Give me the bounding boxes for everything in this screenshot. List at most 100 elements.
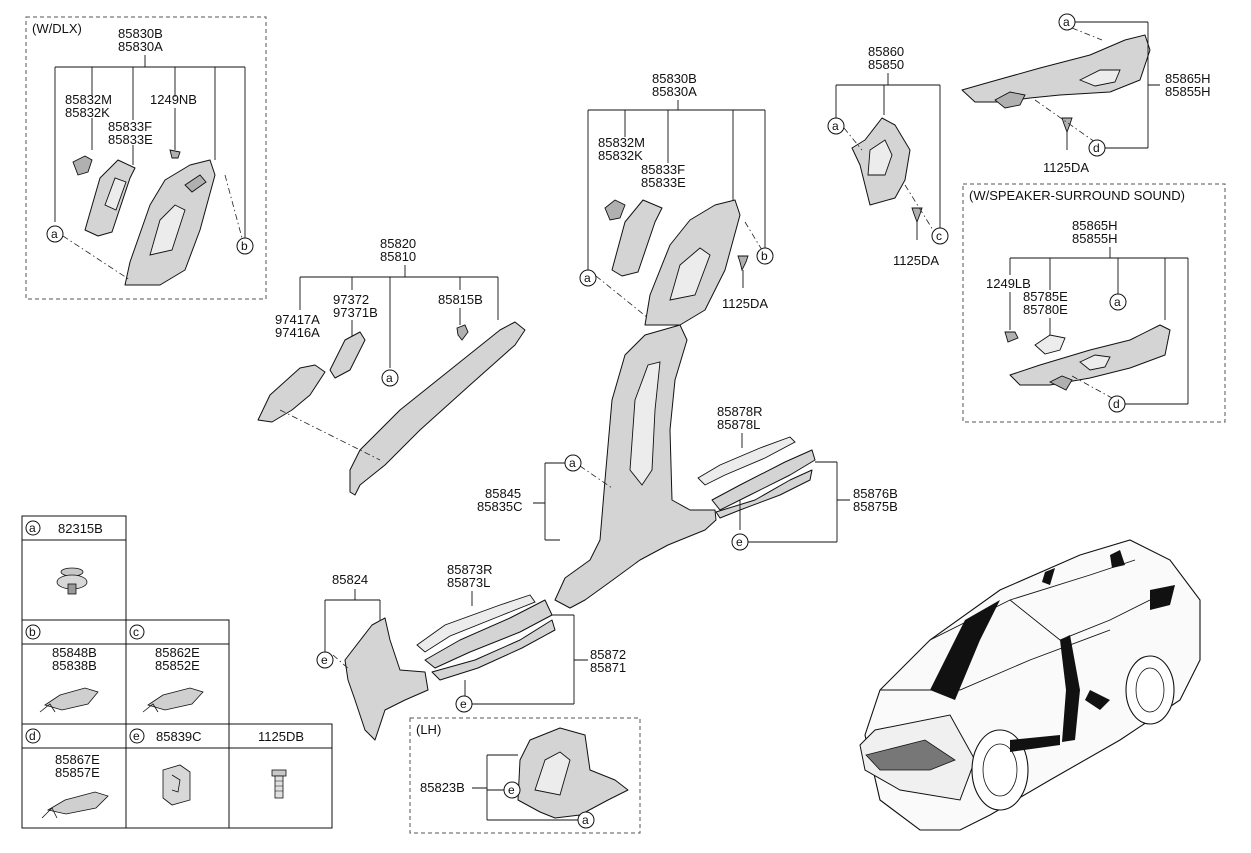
vehicle-illustration — [859, 539, 1201, 831]
scuff-rear-strip — [697, 436, 796, 486]
svg-text:e: e — [508, 783, 515, 797]
d-pillar-speaker-trim — [1009, 324, 1171, 386]
callout-e-4: e — [503, 781, 521, 799]
scuff-front-upper-2: 85873L — [447, 575, 490, 590]
callout-b: b — [236, 237, 254, 255]
speaker-parent-2: 85855H — [1072, 231, 1118, 246]
svg-text:a: a — [29, 521, 36, 535]
apillar-part-4: 97371B — [333, 305, 378, 320]
pillar-cover-b-icon — [39, 687, 99, 713]
a-pillar-lower-trim — [257, 364, 326, 423]
bpu-part-2: 85832K — [598, 148, 643, 163]
svg-text:d: d — [1093, 141, 1100, 155]
svg-text:e: e — [736, 535, 743, 549]
callout-e-2: e — [316, 651, 334, 669]
speaker-part-2: 85785E — [1023, 289, 1068, 304]
scuff-front-parent-2: 85871 — [590, 660, 626, 675]
scuff-rear-parent-1: 85876B — [853, 486, 898, 501]
callout-a-5: a — [827, 117, 845, 135]
svg-text:a: a — [1114, 295, 1121, 309]
bpu-part-3: 85833F — [641, 162, 685, 177]
lh-title: (LH) — [416, 722, 441, 737]
cpillar-parent-2: 85850 — [868, 57, 904, 72]
dlx-part-4: 85833E — [108, 132, 153, 147]
svg-text:a: a — [584, 271, 591, 285]
legend-b-part-2: 85838B — [52, 658, 97, 673]
speaker-parent-1: 85865H — [1072, 218, 1118, 233]
bpu-parent-1: 85830B — [652, 71, 697, 86]
callout-b-2: b — [756, 247, 774, 265]
svg-text:c: c — [133, 625, 139, 639]
apillar-part-2: 97416A — [275, 325, 320, 340]
pillar-cover-d-icon — [41, 791, 109, 819]
svg-text:e: e — [321, 653, 328, 667]
bpu-part-5: 1125DA — [722, 296, 768, 311]
callout-d: d — [1088, 139, 1106, 157]
svg-text:a: a — [1063, 15, 1070, 29]
callout-e: e — [731, 533, 749, 551]
dlx-group-box — [25, 16, 267, 300]
lh-parent: 85823B — [420, 780, 465, 795]
legend-d-part-1: 85867E — [55, 752, 100, 767]
dlx-part-3: 85833F — [108, 119, 152, 134]
kick-parent: 85824 — [332, 572, 368, 587]
apillar-part-5: 85815B — [438, 292, 483, 307]
svg-text:c: c — [936, 229, 942, 243]
legend-table — [21, 515, 333, 829]
callout-a-7: a — [1109, 293, 1127, 311]
apillar-parent-1: 85820 — [380, 236, 416, 251]
apillar-part-3: 97372 — [333, 292, 369, 307]
callout-a-3: a — [579, 269, 597, 287]
apillar-part-1: 97417A — [275, 312, 320, 327]
legend-e-callout: e — [129, 728, 145, 744]
bpl-parent-1: 85845 — [485, 486, 521, 501]
clip-85815b — [456, 324, 469, 341]
callout-e-3: e — [455, 695, 473, 713]
dpillar-parent-2: 85855H — [1165, 84, 1211, 99]
svg-text:e: e — [133, 729, 140, 743]
dlx-part-5: 1249NB — [150, 92, 197, 107]
screw-part — [169, 149, 181, 159]
bpu-trim — [611, 199, 663, 277]
pillar-cover-c-icon — [142, 687, 204, 713]
dlx-parent-2: 85830A — [118, 39, 163, 54]
svg-text:a: a — [569, 456, 576, 470]
svg-text:a: a — [832, 119, 839, 133]
lh-kick-panel — [517, 727, 629, 819]
metal-clip-icon — [162, 764, 191, 806]
bpu-part-1: 85832M — [598, 135, 645, 150]
scuff-front-parent-1: 85872 — [590, 647, 626, 662]
scuff-rear-plate — [711, 449, 816, 511]
callout-c: c — [931, 227, 949, 245]
legend-c-part-2: 85852E — [155, 658, 200, 673]
cpillar-parent-1: 85860 — [868, 44, 904, 59]
callout-d-2: d — [1108, 395, 1126, 413]
speaker-group-box — [962, 183, 1226, 423]
callout-a-4: a — [564, 454, 582, 472]
grip-part — [329, 331, 366, 379]
svg-text:e: e — [460, 697, 467, 711]
svg-text:a: a — [386, 371, 393, 385]
svg-text:b: b — [241, 239, 248, 253]
scuff-rear-upper-2: 85878L — [717, 417, 760, 432]
callout-a-6: a — [1058, 13, 1076, 31]
legend-d-part-2: 85857E — [55, 765, 100, 780]
scuff-rear-upper-1: 85878R — [717, 404, 763, 419]
dlx-part-2: 85832K — [65, 105, 110, 120]
legend-e-part: 85839C — [156, 729, 202, 744]
scuff-front-strip — [416, 594, 536, 653]
svg-text:b: b — [29, 625, 36, 639]
cpillar-part-1: 1125DA — [893, 253, 939, 268]
lh-group-box — [409, 717, 641, 834]
push-clip-icon — [56, 567, 88, 595]
dpillar-part-1: 1125DA — [1043, 160, 1089, 175]
svg-text:a: a — [51, 227, 58, 241]
svg-text:b: b — [761, 249, 768, 263]
callout-a: a — [46, 225, 64, 243]
speaker-title: (W/SPEAKER-SURROUND SOUND) — [969, 188, 1185, 203]
scuff-rear-parent-2: 85875B — [853, 499, 898, 514]
legend-b-callout: b — [25, 624, 41, 640]
speaker-part-3: 85780E — [1023, 302, 1068, 317]
